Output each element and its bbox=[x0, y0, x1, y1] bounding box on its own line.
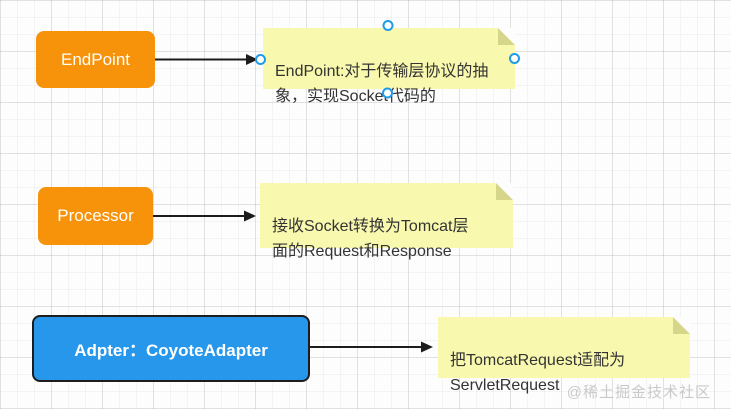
folded-corner-icon bbox=[673, 317, 690, 334]
connector-endpoint-to-note[interactable] bbox=[155, 54, 258, 65]
note-processor-text: 接收Socket转换为Tomcat层 面的Request和Response bbox=[272, 218, 469, 260]
connector-processor-to-note[interactable] bbox=[153, 210, 256, 222]
watermark: @稀土掘金技术社区 bbox=[566, 384, 711, 401]
arrow-head-icon bbox=[244, 210, 256, 222]
node-adapter[interactable]: Adpter：CoyoteAdapter bbox=[32, 315, 310, 382]
node-endpoint-label: EndPoint bbox=[61, 49, 130, 69]
node-adapter-label: Adpter：CoyoteAdapter bbox=[74, 341, 268, 360]
node-endpoint[interactable]: EndPoint bbox=[36, 31, 155, 88]
arrow-head-icon bbox=[421, 341, 433, 353]
node-processor-label: Processor bbox=[57, 206, 134, 225]
arrow-head-icon bbox=[246, 54, 258, 65]
note-endpoint-text: EndPoint:对于传输层协议的抽 象，实现Socket代码的 bbox=[275, 63, 489, 105]
connector-adapter-to-note[interactable] bbox=[310, 341, 433, 353]
node-processor[interactable]: Processor bbox=[38, 187, 153, 245]
folded-corner-icon bbox=[496, 183, 513, 200]
note-adapter-text: 把TomcatRequest适配为 ServletRequest bbox=[450, 352, 626, 394]
note-processor[interactable]: 接收Socket转换为Tomcat层 面的Request和Response bbox=[260, 183, 513, 260]
note-adapter[interactable]: 把TomcatRequest适配为 ServletRequest bbox=[438, 317, 690, 394]
note-endpoint[interactable]: EndPoint:对于传输层协议的抽 象，实现Socket代码的 bbox=[263, 28, 515, 105]
folded-corner-icon bbox=[498, 28, 515, 45]
